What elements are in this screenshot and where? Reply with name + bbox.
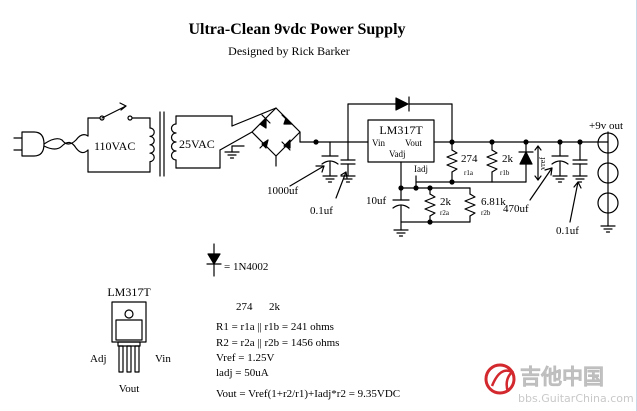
resistor-r1a-icon [446, 141, 458, 183]
diagram-title: Ultra-Clean 9vdc Power Supply [188, 21, 405, 38]
note-iadj: ladj = 50uA [216, 367, 269, 379]
lm317t-package-icon [111, 301, 147, 373]
note-header-2k: 2k [269, 301, 281, 313]
capacitor-1000uf-icon [321, 141, 339, 183]
resistor-r1b-icon [486, 141, 498, 183]
label-vadj: Vadj [389, 149, 406, 159]
primary-circuit [87, 102, 151, 173]
capacitor-01uf-output-icon [572, 139, 588, 183]
label-lm317t: LM317T [379, 123, 423, 137]
resistor-r2b-icon [464, 187, 476, 223]
watermark: 吉他中国 bbs.GuitarChina.com [484, 363, 634, 405]
capacitor-470uf-icon [551, 139, 569, 183]
vref-arrow-icon [534, 145, 542, 181]
note-r1: R1 = r1a || r1b = 241 ohms [216, 321, 334, 333]
capacitor-01uf-input-icon [340, 141, 356, 183]
label-r1b-value: 2k [502, 153, 514, 165]
label-r2b-tag: r2b [481, 209, 491, 217]
label-r1a-tag: r1a [464, 169, 474, 177]
mains-plug-icon [13, 131, 89, 157]
label-r1b-tag: r1b [500, 169, 510, 177]
pinout-vout: Vout [119, 383, 140, 395]
transformer-icon [149, 111, 177, 177]
note-header-274: 274 [236, 301, 253, 313]
label-output: +9v out [589, 120, 623, 132]
pinout-title: LM317T [107, 285, 151, 299]
guitar-logo-icon [484, 363, 516, 395]
label-vin: Vin [372, 138, 385, 148]
label-vref: vref [538, 157, 547, 170]
diode-legend-icon [206, 243, 222, 277]
reference-diode-icon [491, 139, 534, 183]
ground-symbol-icon [224, 145, 245, 159]
label-c-01uf-input: 0.1uf [310, 205, 333, 217]
bridge-rectifier-icon [219, 107, 301, 167]
power-switch-icon [99, 102, 133, 121]
note-r2: R2 = r2a || r2b = 1456 ohms [216, 337, 339, 349]
label-c-01uf-output: 0.1uf [556, 225, 579, 237]
diagram-subtitle: Designed by Rick Barker [228, 44, 350, 58]
watermark-cn: 吉他中国 [520, 365, 604, 389]
note-vref: Vref = 1.25V [216, 352, 274, 364]
label-r2a-tag: r2a [440, 209, 450, 217]
label-25vac: 25VAC [179, 137, 215, 151]
capacitor-10uf-icon [392, 187, 410, 237]
label-r2b-value: 6.81k [481, 196, 506, 208]
label-iadj: Iadj [414, 164, 428, 174]
label-110vac: 110VAC [94, 139, 135, 153]
label-c-1000uf: 1000uf [267, 185, 299, 197]
watermark-url: bbs.GuitarChina.com [518, 392, 634, 405]
output-jacks-icon [597, 131, 619, 233]
resistor-r2a-icon [424, 187, 436, 223]
pinout-adj: Adj [90, 353, 107, 365]
note-vout: Vout = Vref(1+r2/r1)+Iadj*r2 = 9.35VDC [216, 388, 400, 400]
pinout-vin: Vin [155, 353, 171, 365]
label-r1a-value: 274 [461, 153, 478, 165]
protection-diode-icon [395, 96, 410, 112]
label-c-10uf: 10uf [366, 195, 387, 207]
label-diode-legend: = 1N4002 [224, 261, 268, 273]
label-c-470uf: 470uf [503, 203, 529, 215]
label-vout: Vout [405, 138, 422, 148]
label-r2a-value: 2k [440, 196, 452, 208]
